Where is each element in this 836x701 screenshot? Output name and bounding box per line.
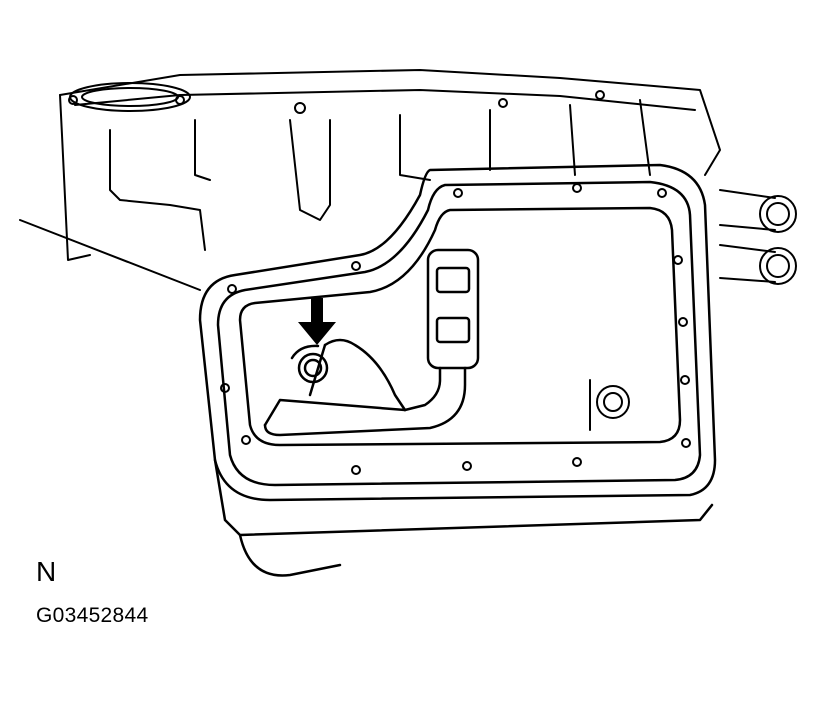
arrow-down-icon [298, 298, 336, 345]
flange-bolt-holes [220, 183, 691, 475]
drain-plug [589, 379, 630, 431]
oil-strainer [263, 248, 480, 437]
engine-block [19, 69, 721, 291]
figure-id: G03452844 [36, 604, 149, 627]
view-label: N [36, 556, 57, 587]
strainer-bolt [290, 344, 329, 384]
side-fittings [719, 189, 797, 285]
oil-pan-flange [198, 163, 717, 577]
